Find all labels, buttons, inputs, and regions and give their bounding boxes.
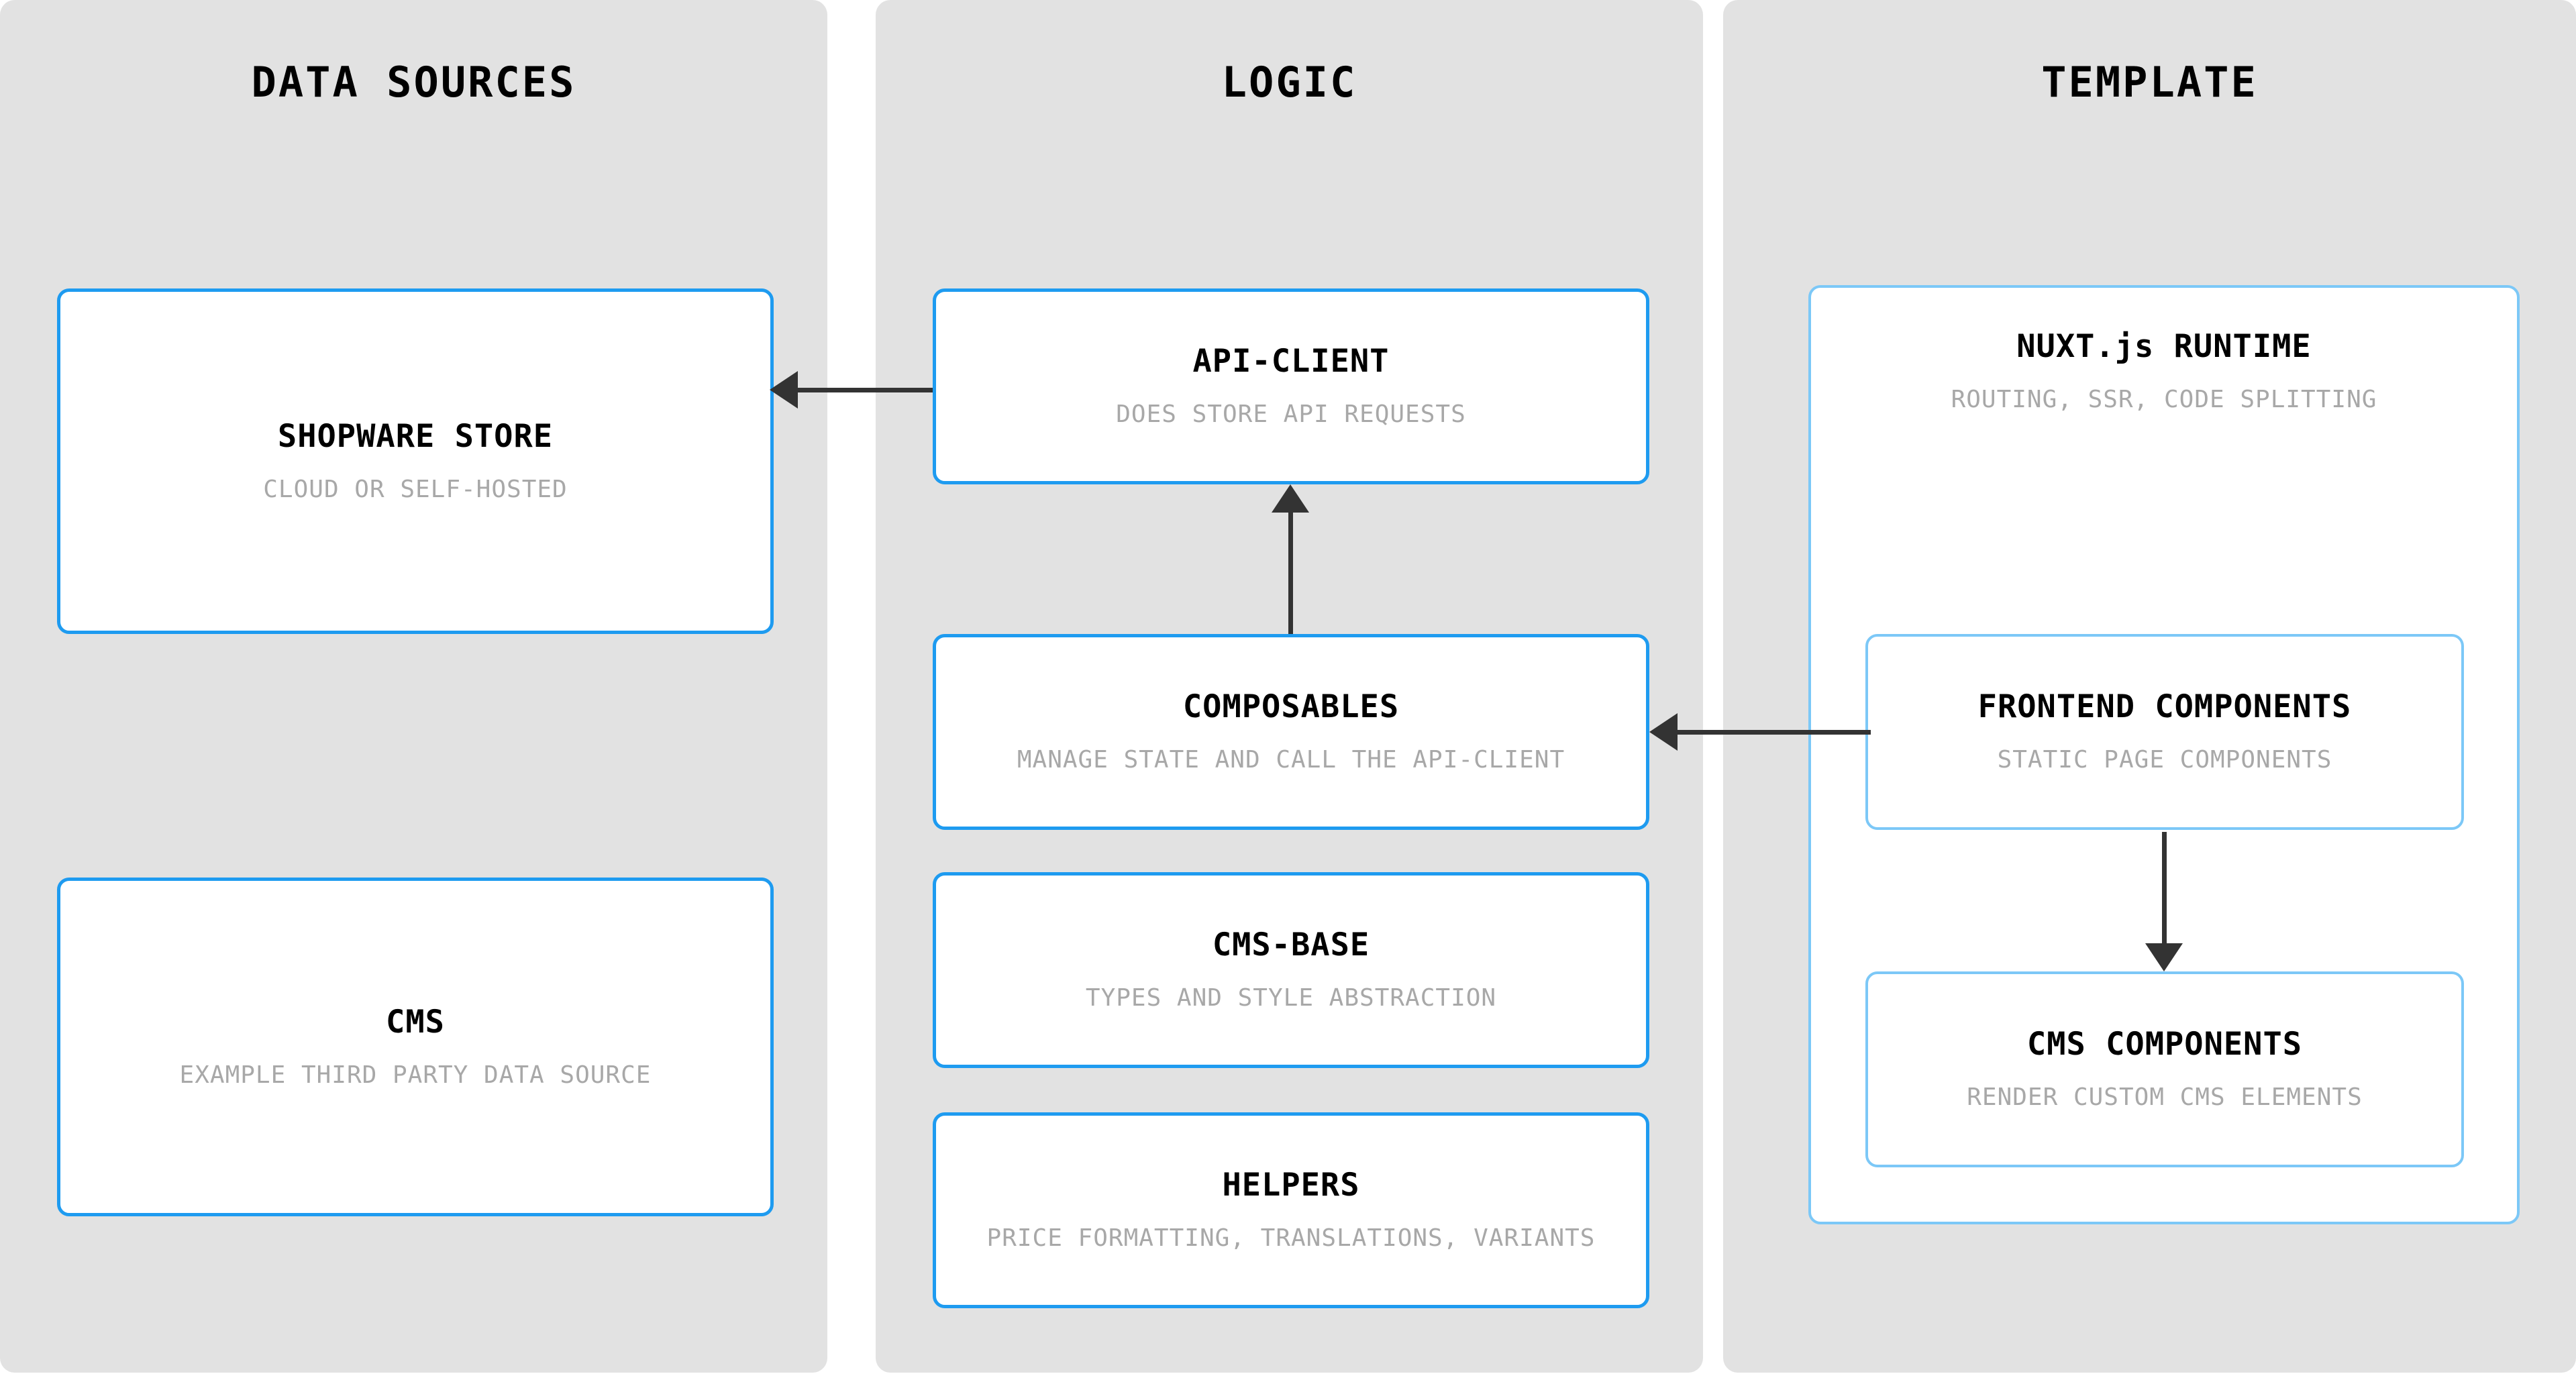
column-title-data-sources: DATA SOURCES (251, 58, 576, 107)
node-title-frontend-components: FRONTEND COMPONENTS (1977, 688, 2352, 726)
node-cms[interactable]: CMS EXAMPLE THIRD PARTY DATA SOURCE (57, 878, 774, 1216)
node-title-helpers: HELPERS (1222, 1167, 1360, 1204)
node-title-cms: CMS (386, 1003, 445, 1041)
node-title-nuxt-runtime: NUXT.js RUNTIME (2016, 328, 2312, 365)
node-subtitle-cms-base: TYPES AND STYLE ABSTRACTION (1085, 984, 1497, 1012)
node-subtitle-api-client: DOES STORE API REQUESTS (1116, 401, 1466, 429)
column-title-template: TEMPLATE (2041, 58, 2258, 107)
node-subtitle-frontend-components: STATIC PAGE COMPONENTS (1997, 746, 2332, 774)
node-cms-components[interactable]: CMS COMPONENTS RENDER CUSTOM CMS ELEMENT… (1865, 971, 2464, 1167)
node-title-shopware-store: SHOPWARE STORE (277, 417, 554, 455)
node-api-client[interactable]: API-CLIENT DOES STORE API REQUESTS (933, 288, 1649, 484)
node-title-composables: COMPOSABLES (1182, 688, 1400, 726)
column-title-logic: LOGIC (1221, 58, 1357, 107)
node-title-cms-base: CMS-BASE (1212, 926, 1370, 964)
node-shopware-store[interactable]: SHOPWARE STORE CLOUD OR SELF-HOSTED (57, 288, 774, 634)
node-subtitle-cms-components: RENDER CUSTOM CMS ELEMENTS (1967, 1083, 2363, 1112)
node-frontend-components[interactable]: FRONTEND COMPONENTS STATIC PAGE COMPONEN… (1865, 634, 2464, 830)
node-title-cms-components: CMS COMPONENTS (2026, 1026, 2303, 1063)
node-subtitle-shopware-store: CLOUD OR SELF-HOSTED (263, 475, 568, 503)
node-subtitle-cms: EXAMPLE THIRD PARTY DATA SOURCE (179, 1061, 652, 1089)
node-cms-base[interactable]: CMS-BASE TYPES AND STYLE ABSTRACTION (933, 872, 1649, 1068)
node-composables[interactable]: COMPOSABLES MANAGE STATE AND CALL THE AP… (933, 634, 1649, 830)
node-subtitle-helpers: PRICE FORMATTING, TRANSLATIONS, VARIANTS (986, 1224, 1596, 1253)
node-title-api-client: API-CLIENT (1192, 343, 1390, 380)
node-helpers[interactable]: HELPERS PRICE FORMATTING, TRANSLATIONS, … (933, 1112, 1649, 1308)
node-subtitle-nuxt-runtime: ROUTING, SSR, CODE SPLITTING (1951, 385, 2377, 413)
node-subtitle-composables: MANAGE STATE AND CALL THE API-CLIENT (1017, 746, 1565, 774)
